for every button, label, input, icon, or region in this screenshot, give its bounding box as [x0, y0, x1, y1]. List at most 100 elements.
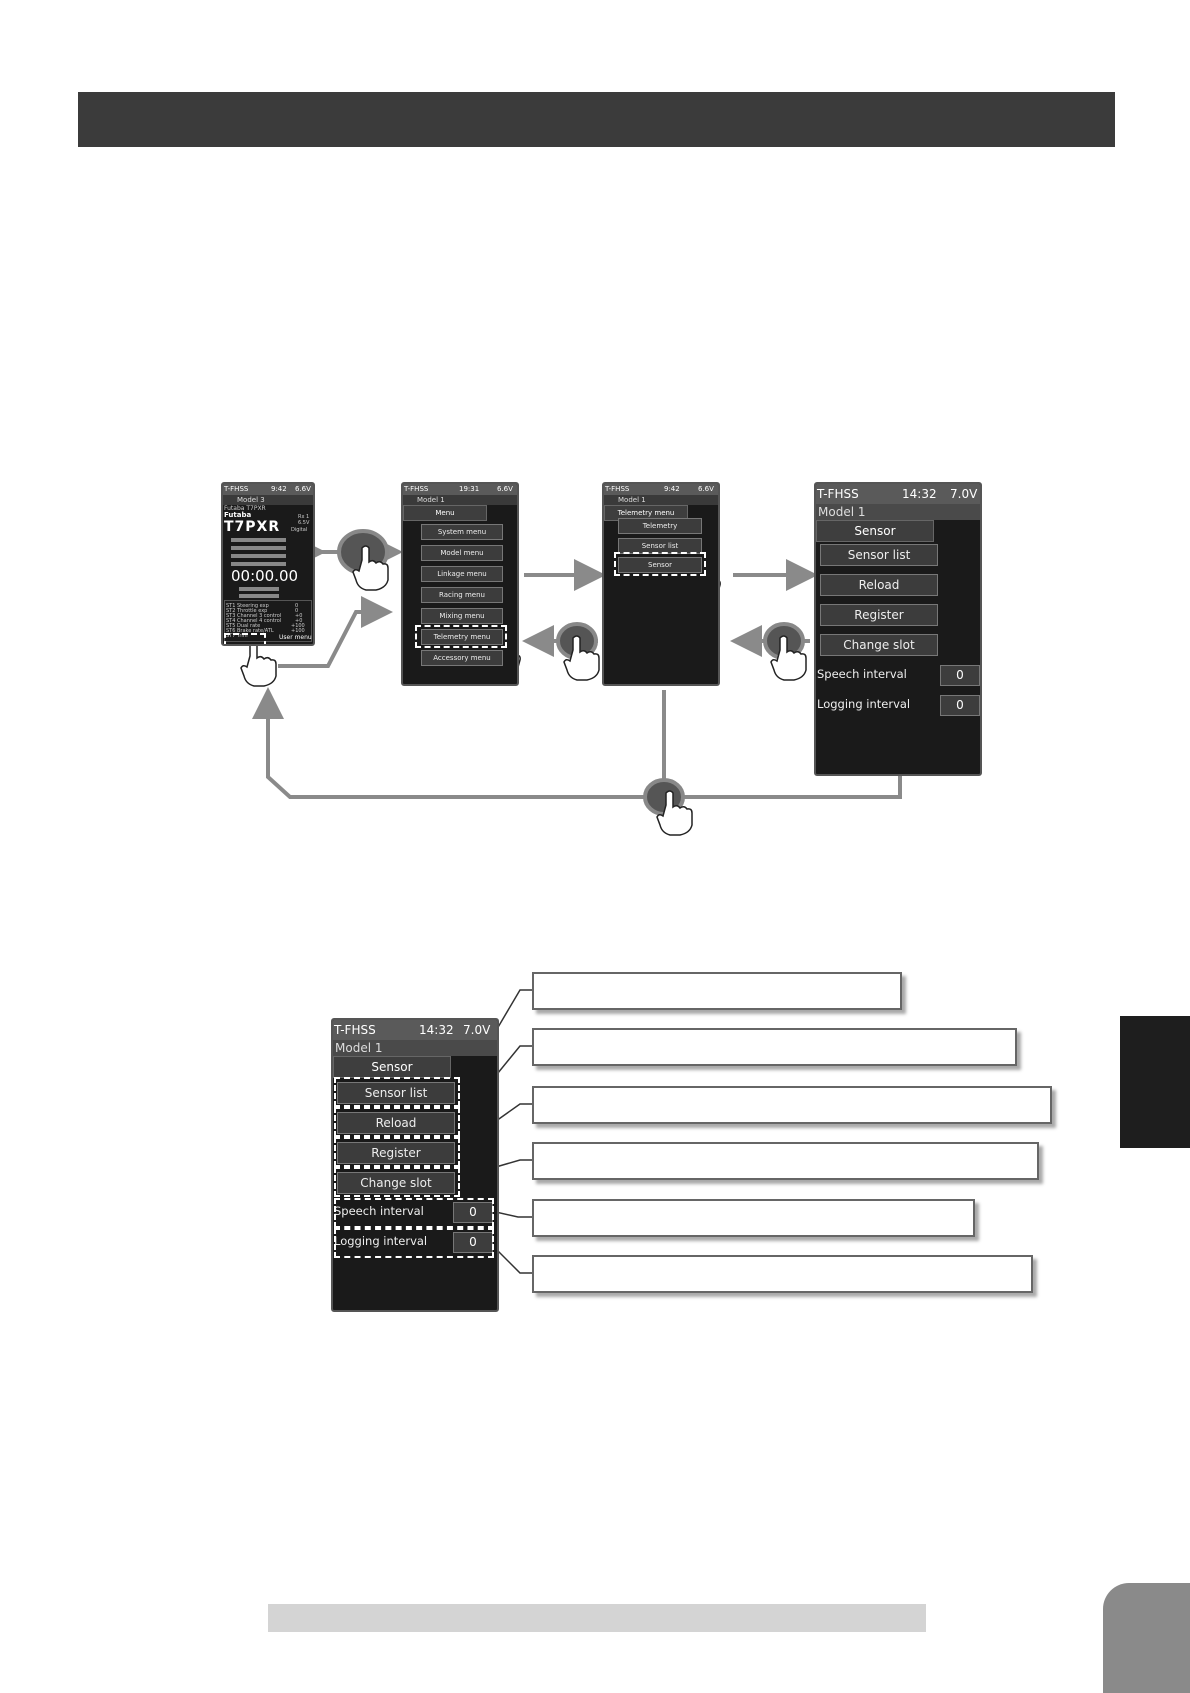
accessory-menu-button[interactable]: Accessory menu: [421, 650, 503, 666]
telemetry-menu-button[interactable]: Telemetry menu: [421, 629, 503, 645]
status-voltage: 7.0V: [950, 487, 978, 501]
register-button[interactable]: Register: [337, 1142, 455, 1164]
sensor-screen: T-FHSS 14:32 7.0V Model 1 Sensor Sensor …: [814, 482, 982, 776]
trim-bar: [231, 546, 286, 550]
status-system: T-FHSS: [334, 1023, 376, 1037]
status-voltage: 6.6V: [295, 485, 311, 493]
reload-button[interactable]: Reload: [820, 574, 938, 596]
telemetry-button[interactable]: Telemetry: [618, 518, 702, 534]
footer-bar: [268, 1604, 926, 1632]
mode-label: Digital: [291, 527, 308, 533]
status-voltage: 7.0V: [463, 1023, 491, 1037]
timer-bar: [239, 587, 279, 591]
telemetry-screen: T-FHSS 9:42 6.6V Model 1 Telemetry menu …: [602, 482, 720, 686]
product-logo: T7PXR: [224, 519, 281, 535]
change-slot-highlight: [334, 1167, 460, 1197]
telemetry-highlight: [415, 625, 507, 648]
reload-button[interactable]: Reload: [337, 1112, 455, 1134]
model-name: Model 1: [333, 1040, 497, 1056]
brand-line: Futaba T7PXR: [224, 505, 266, 512]
status-time: 9:42: [664, 485, 680, 493]
callout-logging-interval: [532, 1255, 1033, 1293]
timer-bar: [239, 594, 279, 598]
list-value: +0: [295, 618, 303, 624]
timer-display[interactable]: 00:00.00: [231, 567, 299, 585]
callout-speech-interval: [532, 1199, 975, 1237]
status-time: 19:31: [459, 485, 480, 493]
sensor-list-button[interactable]: Sensor list: [820, 544, 938, 566]
page-number-tab: [1103, 1583, 1190, 1693]
rx-voltage: 6.5V: [298, 520, 310, 526]
model-name: Model 1: [604, 495, 718, 505]
list-value: 0: [295, 603, 299, 609]
menu-title: Menu: [403, 505, 487, 521]
callout-reload: [532, 1028, 1017, 1066]
linkage-menu-button[interactable]: Linkage menu: [421, 566, 503, 582]
status-time: 9:42: [271, 485, 287, 493]
trim-bar: [231, 554, 286, 558]
sensor-button[interactable]: Sensor: [618, 557, 702, 573]
mixing-menu-button[interactable]: Mixing menu: [421, 608, 503, 624]
speech-highlight: [334, 1198, 494, 1228]
register-button[interactable]: Register: [820, 604, 938, 626]
list-value: 0: [295, 608, 299, 614]
list-item: ST7 Trim: [226, 633, 248, 639]
status-system: T-FHSS: [224, 485, 249, 493]
list-value: +100: [291, 623, 305, 629]
callout-sensor-list: [532, 972, 902, 1010]
trim-bar: [231, 562, 286, 566]
list-value: +0: [295, 613, 303, 619]
model-name: Model 1: [816, 504, 980, 520]
sensor-highlight: [614, 552, 706, 576]
trim-bar: [231, 538, 286, 542]
function-list: ST1 Steering exp ST2 Throttle exp ST3 Ch…: [224, 600, 312, 642]
logging-interval-label: Logging interval: [334, 1234, 428, 1248]
racing-menu-button[interactable]: Racing menu: [421, 587, 503, 603]
arrow-return-home: [252, 687, 902, 799]
callout-change-slot: [532, 1142, 1039, 1180]
change-slot-button[interactable]: Change slot: [337, 1172, 455, 1194]
change-slot-button[interactable]: Change slot: [820, 634, 938, 656]
system-menu-button[interactable]: System menu: [421, 524, 503, 540]
menu-screen: T-FHSS 19:31 6.6V Model 1 Menu System me…: [401, 482, 519, 686]
status-voltage: 6.6V: [698, 485, 714, 493]
register-highlight: [334, 1137, 460, 1167]
callout-register: [532, 1086, 1052, 1124]
model-name: Model 1: [403, 495, 517, 505]
chapter-side-tab: [1120, 1016, 1190, 1148]
sensor-title: Sensor: [816, 520, 934, 542]
status-system: T-FHSS: [404, 485, 429, 493]
rx-label: Rx 1: [298, 514, 310, 520]
sensor-list-highlight: [334, 1077, 460, 1107]
sensor-list-button[interactable]: Sensor list: [337, 1082, 455, 1104]
list-item: ST3 Channel 3 control: [226, 613, 282, 619]
pointing-hand-icon: [240, 545, 807, 836]
sensor-title: Sensor: [333, 1056, 451, 1078]
speech-interval-label: Speech interval: [334, 1204, 424, 1218]
sensor-detail-screen: T-FHSS 14:32 7.0V Model 1 Sensor Sensor …: [331, 1018, 499, 1312]
brand-logo: Futaba: [224, 511, 252, 519]
arrow-touch-to-menu: [278, 596, 393, 668]
logging-interval-label: Logging interval: [817, 697, 911, 711]
logging-interval-value[interactable]: 0: [940, 695, 980, 716]
model-name: Model 3: [223, 495, 313, 505]
status-system: T-FHSS: [817, 487, 859, 501]
model-menu-button[interactable]: Model menu: [421, 545, 503, 561]
list-item: ST1 Steering exp: [226, 603, 269, 609]
home-screen: T-FHSS 9:42 6.6V Model 3 Futaba T7PXR Fu…: [221, 482, 315, 646]
status-time: 14:32: [902, 487, 937, 501]
user-menu-button[interactable]: User menu: [279, 634, 312, 641]
list-item: ST4 Channel 4 control: [226, 618, 282, 624]
menu-touch-highlight: [224, 633, 266, 644]
section-header-bar: [78, 92, 1115, 147]
list-item: ST5 Dual rate: [226, 623, 261, 629]
status-system: T-FHSS: [605, 485, 630, 493]
status-voltage: 6.6V: [497, 485, 513, 493]
list-value: +100: [291, 628, 305, 634]
list-item: ST2 Throttle exp: [226, 608, 268, 614]
speech-interval-label: Speech interval: [817, 667, 907, 681]
logging-highlight: [334, 1228, 494, 1258]
reload-highlight: [334, 1107, 460, 1137]
speech-interval-value[interactable]: 0: [940, 665, 980, 686]
